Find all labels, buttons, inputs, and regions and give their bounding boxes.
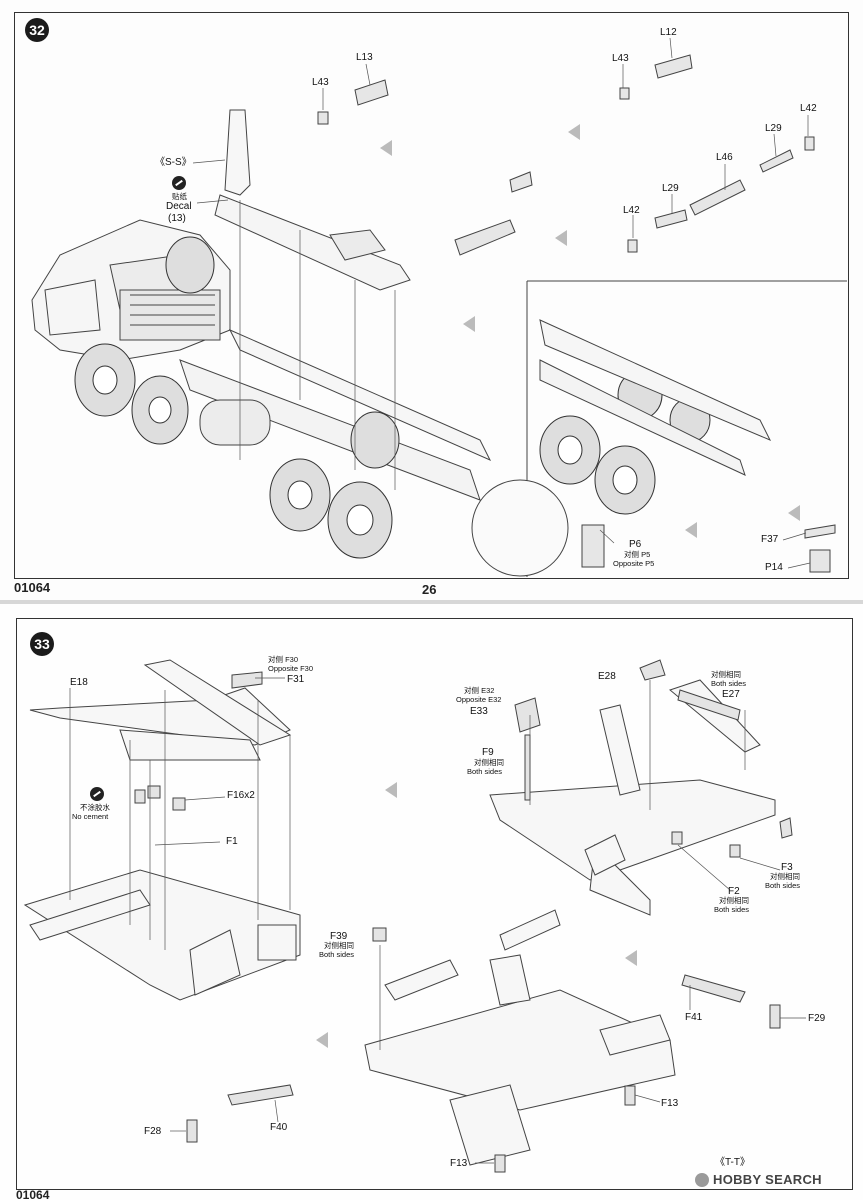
label-f9: F9	[482, 747, 494, 758]
page-number: 26	[422, 582, 437, 597]
label-l42-a: L42	[800, 103, 817, 114]
label-f13-b: F13	[450, 1158, 468, 1169]
label-l43-a: L43	[312, 77, 329, 88]
watermark-logo-icon	[695, 1172, 709, 1187]
label-f2-cn: 对侧相同	[719, 896, 749, 905]
label-l29-a: L29	[765, 123, 782, 134]
label-f9-cn: 对侧相同	[474, 758, 504, 767]
label-l42-b: L42	[623, 205, 640, 216]
decal-icon	[172, 176, 186, 190]
view-label-ss: 《S-S》	[155, 157, 192, 168]
label-e27-cn: 对侧相同	[711, 670, 741, 679]
label-l12: L12	[660, 27, 677, 38]
truck-chassis-drawing	[179, 328, 492, 501]
label-l13: L13	[356, 52, 373, 63]
decal-number: (13)	[168, 213, 186, 224]
truck-wheels	[74, 236, 711, 559]
label-f40: F40	[270, 1122, 288, 1133]
label-f29: F29	[808, 1013, 826, 1024]
label-e32-en: Opposite E32	[456, 695, 502, 704]
label-e32-cn: 对侧 E32	[464, 686, 495, 695]
view-label-tt: 《T-T》	[715, 1157, 750, 1168]
detail-circle	[471, 479, 569, 577]
label-e18: E18	[70, 677, 88, 688]
hook-arm-drawing	[214, 109, 411, 291]
label-f31: F31	[287, 674, 305, 685]
label-no-cement-en: No cement	[72, 812, 109, 821]
watermark: HOBBY SEARCH	[695, 1172, 822, 1187]
label-f30-en: Opposite F30	[268, 664, 314, 673]
step-33-frame	[16, 618, 853, 1190]
label-f39: F39	[330, 931, 348, 942]
label-f2-en: Both sides	[714, 905, 750, 914]
label-p6-en: Opposite P5	[613, 559, 655, 568]
product-code: 01064	[14, 580, 51, 595]
label-e28: E28	[598, 671, 616, 682]
label-p6-cn: 对侧 P5	[624, 550, 651, 559]
label-f30-cn: 对侧 F30	[268, 655, 299, 664]
label-l46: L46	[716, 152, 733, 163]
label-p6: P6	[629, 539, 642, 550]
label-f9-en: Both sides	[467, 767, 503, 776]
step-33-badge: 33	[30, 632, 54, 656]
label-f2: F2	[728, 886, 740, 897]
label-f3-en: Both sides	[765, 881, 801, 890]
frame-assembly-left	[23, 659, 301, 1001]
label-f39-en: Both sides	[319, 950, 355, 959]
label-f16: F16x2	[227, 790, 255, 801]
label-l29-b: L29	[662, 183, 679, 194]
label-f39-cn: 对侧相同	[324, 941, 354, 950]
frame-assembly-right-top	[489, 679, 776, 916]
sheet-gap	[0, 600, 863, 604]
decal-label-en: Decal	[166, 201, 192, 212]
label-e27-en: Both sides	[711, 679, 747, 688]
product-code-bottom: 01064	[16, 1188, 50, 1202]
small-parts-32	[317, 54, 836, 573]
label-f13-a: F13	[661, 1098, 679, 1109]
decal-label-cn: 贴纸	[172, 192, 187, 201]
direction-arrows	[380, 124, 800, 538]
label-l43-b: L43	[612, 53, 629, 64]
label-e27: E27	[722, 689, 740, 700]
label-f3: F3	[781, 862, 793, 873]
label-p14: P14	[765, 562, 783, 573]
label-f37: F37	[761, 534, 779, 545]
label-f3-cn: 对侧相同	[770, 872, 800, 881]
label-f28: F28	[144, 1126, 162, 1137]
label-e33: E33	[470, 706, 488, 717]
label-no-cement-cn: 不涂胶水	[80, 803, 110, 812]
watermark-text: HOBBY SEARCH	[713, 1172, 822, 1187]
no-cement-icon	[90, 787, 104, 801]
step-32-badge: 32	[25, 18, 49, 42]
label-f41: F41	[685, 1012, 703, 1023]
label-f1: F1	[226, 836, 238, 847]
frame-assembly-right-bottom	[364, 909, 676, 1166]
small-parts-33	[134, 659, 793, 1173]
step-32-frame	[14, 12, 849, 579]
